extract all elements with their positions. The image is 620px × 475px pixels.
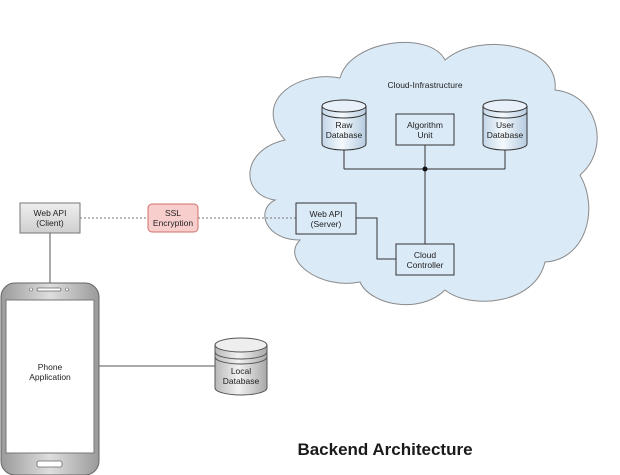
cloud-controller-box [395,243,455,276]
web-api-server-line2: (Server) [310,218,342,229]
algorithm-unit-line2: Unit [417,129,433,140]
phone-device [0,282,100,475]
raw-database-label: Raw Database [322,118,366,142]
diagram-title: Backend Architecture [297,440,473,459]
web-api-server-box [295,202,357,235]
local-database-line2: Database [222,376,260,386]
ssl-encryption-label: SSL Encryption [148,204,198,232]
local-database-line1: Local [230,366,252,376]
ssl-encryption-box [147,203,199,233]
user-database-cylinder [482,99,528,151]
algorithm-unit-label: Algorithm Unit [396,114,454,145]
cloud-controller-line1: Cloud [413,249,437,260]
web-api-server-line1: Web API [309,208,343,219]
phone-application-line1: Phone [37,362,63,372]
ssl-encryption-line2: Encryption [152,218,194,228]
ssl-encryption-line1: SSL [164,208,182,218]
web-api-client-line2: (Client) [36,218,64,228]
cloud-controller-line2: Controller [406,259,444,270]
cloud-controller-label: Cloud Controller [396,244,454,275]
phone-application-line2: Application [29,372,71,382]
web-api-client-label: Web API (Client) [20,203,80,233]
user-database-line1: User [496,120,514,130]
local-database-label: Local Database [215,364,267,388]
web-api-client-line1: Web API [33,208,67,218]
junction-dot [422,166,428,172]
phone-application-label: Phone Application [6,360,94,384]
local-database-cylinder [214,337,268,396]
cloud-infrastructure-text: Cloud-Infrastructure [387,80,463,90]
web-api-client-box [19,202,81,234]
raw-database-cylinder [321,99,367,151]
algorithm-unit-box [395,113,455,146]
raw-database-line2: Database [325,130,363,140]
user-database-label: User Database [483,118,527,142]
algorithm-unit-line1: Algorithm [407,119,443,130]
web-api-server-label: Web API (Server) [296,203,356,234]
raw-database-line1: Raw [335,120,353,130]
link-server-controller [356,217,396,260]
user-database-line2: Database [486,130,524,140]
cloud-infrastructure-label: Cloud-Infrastructure [360,79,490,91]
